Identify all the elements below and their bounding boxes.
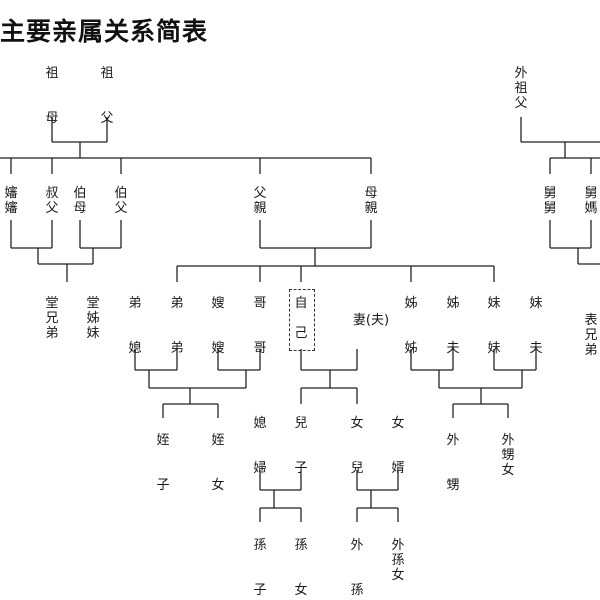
- kin-waisunnv: 外 孫 女: [391, 538, 405, 583]
- kin-zhinv: 姪 女: [211, 433, 225, 493]
- kin-zumu: 祖 母: [45, 66, 59, 126]
- kin-zufu: 祖 父: [100, 66, 114, 126]
- kin-nvxu: 女 婿: [391, 416, 405, 476]
- kin-waisheng: 外 甥: [446, 433, 460, 493]
- kin-shenshen: 嬸 嬸: [4, 186, 18, 216]
- kin-jiefu: 姊 夫: [446, 296, 460, 356]
- kin-erzi: 兒 子: [294, 416, 308, 476]
- kin-qifu: 妻(夫): [352, 313, 390, 328]
- kin-waizufu: 外 祖 父: [514, 66, 528, 111]
- kin-jiujiu: 舅 舅: [543, 186, 557, 216]
- kin-sunnv: 孫 女: [294, 538, 308, 598]
- kin-bofu: 伯 父: [114, 186, 128, 216]
- kin-jiuma: 舅 媽: [584, 186, 598, 216]
- kin-bomu: 伯 母: [73, 186, 87, 216]
- kin-xifu: 媳 婦: [253, 416, 267, 476]
- kin-didi: 弟 弟: [170, 296, 184, 356]
- kin-tangxiongdi: 堂 兄 弟: [45, 296, 59, 341]
- kin-waishengnv: 外 甥 女: [501, 433, 515, 478]
- kin-muqin: 母 親: [364, 186, 378, 216]
- kin-saosao: 嫂 嫂: [211, 296, 225, 356]
- kin-dixifu: 弟 媳: [128, 296, 142, 356]
- kin-tangzimei: 堂 姊 妹: [86, 296, 100, 341]
- kin-shufu: 叔 父: [45, 186, 59, 216]
- kin-biaoxiongdi: 表 兄 弟: [584, 313, 598, 358]
- kin-zhizi: 姪 子: [156, 433, 170, 493]
- kin-jiejie: 姊 姊: [404, 296, 418, 356]
- kin-gege: 哥 哥: [253, 296, 267, 356]
- self-highlight-box: [289, 289, 315, 351]
- kin-nver: 女 兒: [350, 416, 364, 476]
- kin-meifu: 妹 夫: [529, 296, 543, 356]
- chart-title: 主要亲属关系简表: [0, 17, 209, 46]
- kin-sunzi: 孫 子: [253, 538, 267, 598]
- kin-waisun: 外 孫: [350, 538, 364, 598]
- kin-ziji: 自 己: [294, 296, 308, 341]
- kin-meimei: 妹 妹: [487, 296, 501, 356]
- kin-fuqin: 父 親: [253, 186, 267, 216]
